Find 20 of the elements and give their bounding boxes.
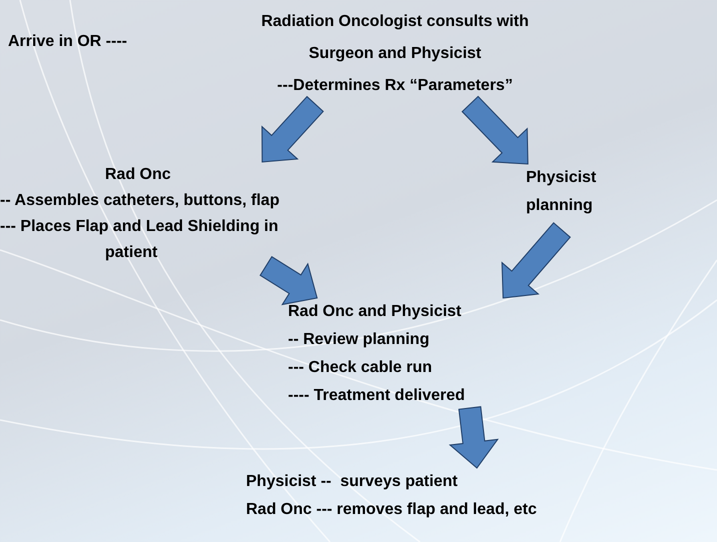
step-heading: Rad Onc <box>104 165 172 185</box>
step-text: -- Assembles catheters, buttons, flap <box>0 191 280 211</box>
step-text: Surgeon and Physicist <box>308 44 482 64</box>
block-arrow <box>462 96 528 165</box>
step-text: --- Check cable run <box>288 358 434 378</box>
step-heading: Physicist <box>526 168 598 188</box>
block-arrow <box>260 256 318 306</box>
block-arrow <box>448 406 499 469</box>
step-text: ---Determines Rx “Parameters” <box>276 76 514 96</box>
step-text: planning <box>526 196 594 216</box>
step-text: Rad Onc --- removes flap and lead, etc <box>246 500 538 520</box>
step-text: -- Review planning <box>288 330 430 350</box>
step-heading: Rad Onc and Physicist <box>288 302 462 322</box>
block-arrow <box>262 96 324 163</box>
step-text: Physicist -- surveys patient <box>246 472 459 492</box>
block-arrow <box>501 222 571 299</box>
step-text: Radiation Oncologist consults with <box>260 12 530 32</box>
step-text: ---- Treatment delivered <box>288 386 466 406</box>
step-text: --- Places Flap and Lead Shielding in patient <box>0 217 280 263</box>
start-label: Arrive in OR ---- <box>8 32 128 52</box>
